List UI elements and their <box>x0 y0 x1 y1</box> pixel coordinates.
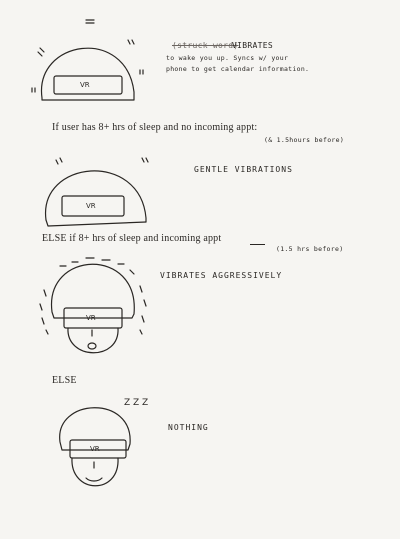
vibrates-note-line-2: to wake you up. Syncs w/ your <box>166 54 289 62</box>
headset-face-sketch-3 <box>39 257 147 354</box>
headset-sketch-1 <box>31 19 144 101</box>
vibrates-note-title: VIBRATES <box>232 41 273 50</box>
condition-2-subtext: (1.5 hrs before) <box>276 245 344 253</box>
headset-sketch-2 <box>45 157 149 227</box>
condition-1-subtext: (& 1.5hours before) <box>264 136 345 144</box>
headset-face-sketch-4 <box>59 407 131 487</box>
gentle-vibrations-caption: GENTLE VIBRATIONS <box>194 165 293 174</box>
visor-label-4: VR <box>90 445 100 453</box>
sleep-zzz-mark: Z Z Z <box>124 398 149 408</box>
vibrates-note-line-3: phone to get calendar information. <box>166 65 310 73</box>
vibrates-aggressively-caption: VIBRATES AGGRESSIVELY <box>160 271 283 280</box>
condition-2-text: ELSE if 8+ hrs of sleep and incoming app… <box>42 233 222 244</box>
condition-2-emphasis: and <box>250 234 266 245</box>
visor-label-2: VR <box>86 202 96 210</box>
visor-label-1: VR <box>80 81 90 89</box>
condition-3-else: ELSE <box>52 375 77 386</box>
nothing-caption: NOTHING <box>168 423 209 432</box>
struck-word: (struck word) <box>172 41 239 50</box>
visor-label-3: VR <box>86 314 96 322</box>
condition-1-text: If user has 8+ hrs of sleep and no incom… <box>52 122 258 133</box>
